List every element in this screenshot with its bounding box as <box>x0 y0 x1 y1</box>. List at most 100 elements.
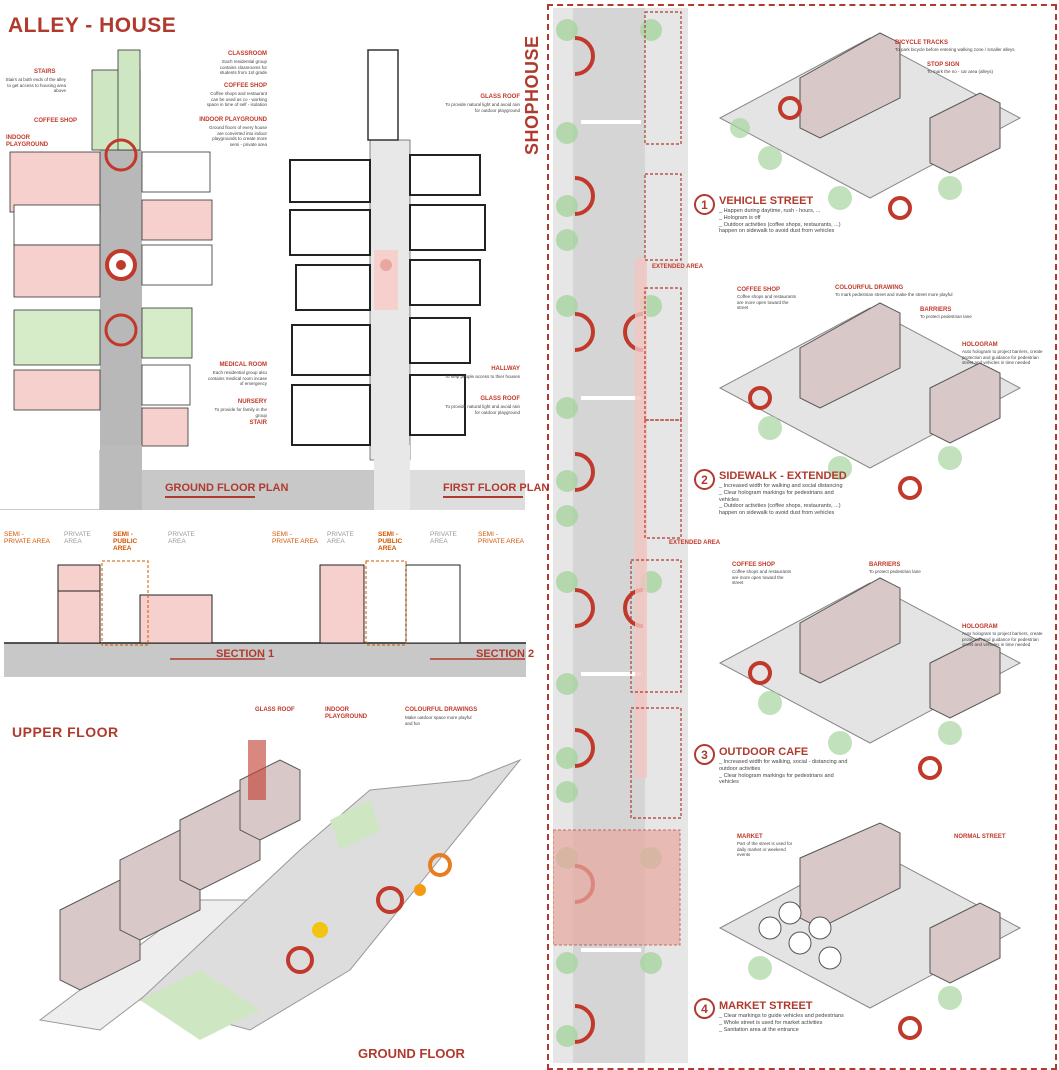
callout-hologram-3-text: Auto hologram to project barriers, creat… <box>962 631 1043 647</box>
callout-coffee-2-title: COFFEE SHOP <box>737 287 781 293</box>
section2-semi-private-b: SEMI - PRIVATE AREA <box>478 531 524 545</box>
street-2-title: SIDEWALK - EXTENDED <box>719 470 847 482</box>
callout-stop-text: To mark the no - car area (alleys) <box>927 69 994 74</box>
label-classroom-text: Each residential group contains classroo… <box>219 59 267 75</box>
label-indoor-playground-right-title: INDOOR PLAYGROUND <box>199 117 267 123</box>
label-indoor-playground-left: INDOOR PLAYGROUND <box>6 135 49 148</box>
street-3-line-1: _ Increased width for walking, social - … <box>719 759 848 772</box>
label-indoor-playground-right-text: Ground floors of every house are convert… <box>208 125 267 147</box>
axo-glass-roof: GLASS ROOF <box>255 707 295 713</box>
extended-area-label-2: EXTENDED AREA <box>669 540 721 546</box>
callout-normal-street: NORMAL STREET <box>954 834 1006 840</box>
ground-floor-title: GROUND FLOOR <box>358 1046 465 1061</box>
street-1-number: 1 <box>694 194 715 215</box>
axo-indoor-playground: INDOOR PLAYGROUND <box>325 707 368 720</box>
label-glass-roof-2-title: GLASS ROOF <box>480 396 520 402</box>
label-nursery-title: NURSERY <box>237 399 267 405</box>
callout-bicycle-text: To park bicycle before entering walking … <box>895 47 1015 52</box>
callout-colourful-title: COLOURFUL DRAWING <box>835 285 904 291</box>
street-scenes-column <box>718 32 1022 1040</box>
label-glass-roof-2-text: To provide natural light and avoid rain … <box>445 404 520 415</box>
section1-private-b: PRIVATE AREA <box>168 531 195 545</box>
scene-1 <box>718 32 1022 220</box>
alley-house-title: ALLEY - HOUSE <box>8 14 177 37</box>
shophouse-title: SHOPHOUSE <box>522 35 542 155</box>
street-1-line-3: _ Outdoor activities (coffee shops, rest… <box>719 221 841 235</box>
section2-private-b: PRIVATE AREA <box>430 531 457 545</box>
callout-coffee-3-title: COFFEE SHOP <box>732 562 776 568</box>
scene-3 <box>718 577 1022 780</box>
label-coffee-right-title: COFFEE SHOP <box>223 83 267 89</box>
label-glass-roof-1-text: To provide natural light and avoid rain … <box>445 102 520 113</box>
street-2-line-2: _ Clear hologram markings for pedestrian… <box>719 489 834 503</box>
section2-private-a: PRIVATE AREA <box>327 531 354 545</box>
street-3-desc: _ Increased width for walking, social - … <box>719 759 849 786</box>
label-coffee-left: COFFEE SHOP <box>34 118 78 124</box>
callout-hologram-2-title: HOLOGRAM <box>962 342 998 348</box>
label-medical-title: MEDICAL ROOM <box>219 362 267 368</box>
street-4-line-1: _ Clear markings to guide vehicles and p… <box>719 1013 844 1019</box>
ground-floor-plan-drawing <box>0 49 522 510</box>
callout-barriers-3-title: BARRIERS <box>869 562 901 568</box>
street-1-title: VEHICLE STREET <box>719 195 814 207</box>
street-4-title: MARKET STREET <box>719 1000 813 1012</box>
street-1-desc: _ Happen during daytime, rush - hours, .… <box>719 208 849 235</box>
first-floor-plan-title: FIRST FLOOR PLAN <box>443 482 550 494</box>
callout-hologram-3-title: HOLOGRAM <box>962 624 998 630</box>
section1-title: SECTION 1 <box>216 648 275 660</box>
scene-2 <box>718 302 1022 500</box>
label-nursery-text: To provide for family in the group <box>214 407 267 418</box>
street-2-desc: _ Increased width for walking and social… <box>719 483 849 517</box>
section1-semi-private-a: SEMI - PRIVATE AREA <box>4 531 50 545</box>
section2-semi-private-a: SEMI - PRIVATE AREA <box>272 531 318 545</box>
label-hallway-text: To help people access to thier houses <box>444 374 520 379</box>
callout-coffee-2-text: Coffee shops and restaurants are more op… <box>737 294 796 310</box>
callout-hologram-2-text: Auto hologram to project barriers, creat… <box>962 349 1043 365</box>
label-glass-roof-1-title: GLASS ROOF <box>480 94 520 100</box>
section2-semi-public: SEMI - PUBLIC AREA <box>378 531 403 552</box>
label-coffee-right-text: Coffee shops and restaurant can be used … <box>206 91 267 107</box>
callout-bicycle-title: BICYCLE TRACKS <box>895 40 949 46</box>
label-medical-text: Each residential group also contains med… <box>207 370 267 386</box>
callout-barriers-2-title: BARRIERS <box>920 307 952 313</box>
axonometric-drawing <box>38 740 522 1040</box>
label-stairs-text: Stairs at both ends of the alley to get … <box>5 77 66 93</box>
axo-colourful-title: COLOURFUL DRAWINGS <box>405 707 478 713</box>
section2-title: SECTION 2 <box>476 648 535 660</box>
street-1-line-1: _ Happen during daytime, rush - hours, .… <box>719 208 821 214</box>
street-4-desc: _ Clear markings to guide vehicles and p… <box>719 1013 849 1033</box>
extended-area-label-1: EXTENDED AREA <box>652 264 704 270</box>
callout-market-title: MARKET <box>737 834 763 840</box>
callout-coffee-3-text: Coffee shops and restaurants are more op… <box>732 569 791 585</box>
ground-and-first-floor-plans <box>0 49 525 510</box>
first-floor-plan-drawing <box>289 49 525 510</box>
street-plans-column <box>553 8 688 1063</box>
scene-4 <box>718 822 1022 1040</box>
sections-drawing <box>4 560 526 677</box>
label-stair: STAIR <box>249 420 267 426</box>
street-1-line-2: _ Hologram is off <box>719 214 761 221</box>
label-classroom-title: CLASSROOM <box>228 51 267 57</box>
street-3-title: OUTDOOR CAFE <box>719 746 809 758</box>
section1-semi-public: SEMI - PUBLIC AREA <box>113 531 138 552</box>
scale-bar-2 <box>443 496 523 498</box>
section1-private-a: PRIVATE AREA <box>64 531 91 545</box>
street-2-number: 2 <box>694 469 715 490</box>
shophouse-frame <box>547 4 1057 1070</box>
street-3-number: 3 <box>694 744 715 765</box>
street-4-line-3: _ Sanitation area at the entrance <box>719 1026 799 1033</box>
label-stairs-title: STAIRS <box>34 69 56 75</box>
street-3-line-2: _ Clear hologram markings for pedestrian… <box>719 772 834 786</box>
street-2-line-3: _ Outdoor activities (coffee shops, rest… <box>719 503 841 517</box>
callout-colourful-text: To mark pedestrian street and make the s… <box>835 292 953 297</box>
callout-stop-title: STOP SIGN <box>927 62 960 68</box>
callout-barriers-3-text: To protect pedestrian lane <box>869 569 921 574</box>
street-2-line-1: _ Increased width for walking and social… <box>719 483 843 489</box>
ground-floor-plan-title: GROUND FLOOR PLAN <box>165 482 289 494</box>
street-4-line-2: _ Whole street is used for market activi… <box>719 1019 823 1026</box>
upper-floor-title: UPPER FLOOR <box>12 724 119 740</box>
street-4-number: 4 <box>694 998 715 1019</box>
scale-bar-1 <box>165 496 255 498</box>
callout-barriers-2-text: To protect pedestrian lane <box>920 314 972 319</box>
callout-market-text: Part of the street is used for daily mar… <box>737 841 793 857</box>
